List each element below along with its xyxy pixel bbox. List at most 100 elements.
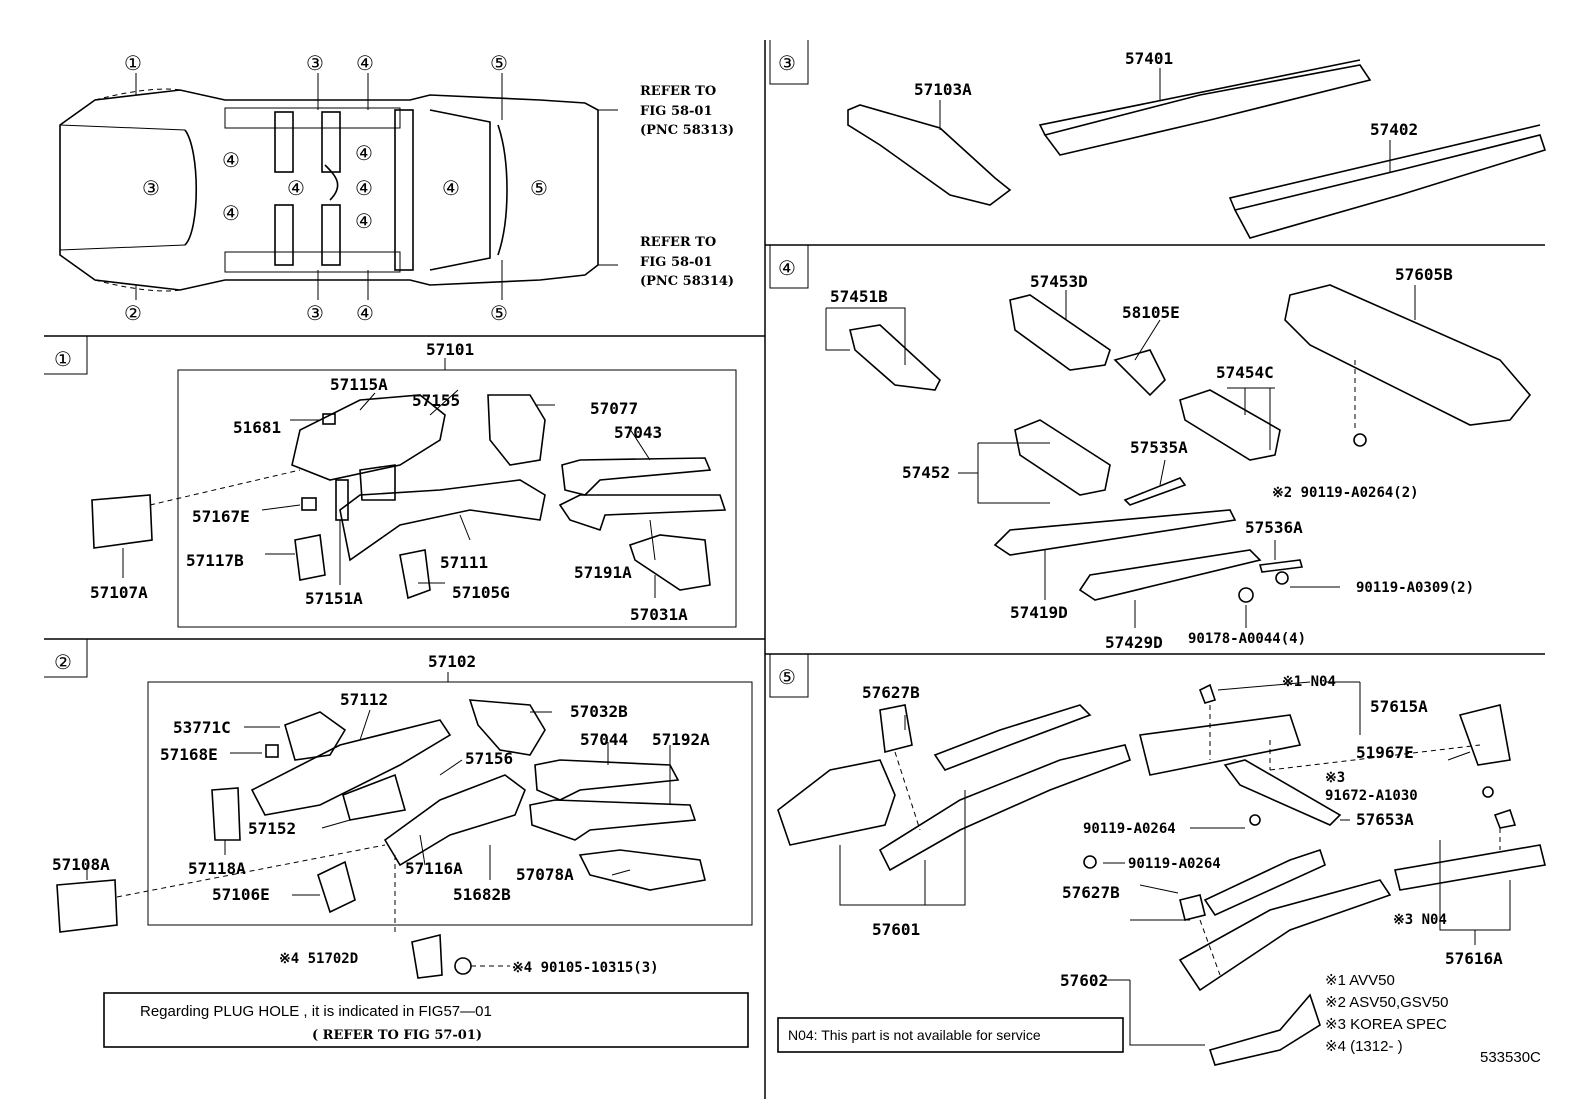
label-57402: 57402 bbox=[1370, 120, 1418, 139]
section-5: ⑤ bbox=[777, 665, 1546, 1066]
section-4-tag: ④ bbox=[778, 256, 796, 280]
label-note-3: ※3 bbox=[1325, 770, 1345, 786]
circle-5-top: ⑤ bbox=[490, 51, 508, 75]
label-57115A: 57115A bbox=[330, 375, 388, 394]
n04-note: N04: This part is not available for serv… bbox=[788, 1027, 1041, 1043]
label-57452: 57452 bbox=[902, 463, 950, 482]
label-57453D: 57453D bbox=[1030, 272, 1088, 291]
label-91672-A1030: 91672-A1030 bbox=[1325, 788, 1418, 804]
label-57044: 57044 bbox=[580, 730, 628, 749]
ref-bottom-2: FIG 58-01 bbox=[640, 255, 713, 270]
circle-4-bottom: ④ bbox=[356, 301, 374, 325]
label-57601: 57601 bbox=[872, 920, 920, 939]
label-57156: 57156 bbox=[465, 749, 513, 768]
floor-overview bbox=[59, 73, 618, 300]
legend-1: ※1 AVV50 bbox=[1325, 972, 1395, 989]
label-57118A: 57118A bbox=[188, 859, 246, 878]
label-57108A: 57108A bbox=[52, 855, 110, 874]
label-57451B: 57451B bbox=[830, 287, 888, 306]
circle-4-e: ④ bbox=[355, 209, 373, 233]
legend-4: ※4 (1312- ) bbox=[1325, 1038, 1403, 1055]
section-2-tag: ② bbox=[54, 650, 72, 674]
label-51967E: 51967E bbox=[1356, 743, 1414, 762]
circle-4-top: ④ bbox=[356, 51, 374, 75]
section-3-tag: ③ bbox=[778, 51, 796, 75]
label-57616A: 57616A bbox=[1445, 949, 1503, 968]
legend-3: ※3 KOREA SPEC bbox=[1325, 1016, 1447, 1033]
circle-4-a: ④ bbox=[222, 148, 240, 172]
section-5-labels: 57627B 57615A 51967E 57653A 57601 57627B… bbox=[788, 674, 1541, 1066]
label-57401: 57401 bbox=[1125, 49, 1173, 68]
label-57112: 57112 bbox=[340, 690, 388, 709]
label-90119-A0264-2: ※2 90119-A0264(2) bbox=[1272, 485, 1419, 501]
label-90105-10315: ※4 90105-10315(3) bbox=[512, 960, 659, 976]
label-51681: 51681 bbox=[233, 418, 281, 437]
label-57192A: 57192A bbox=[652, 730, 710, 749]
section-1: ① bbox=[54, 347, 737, 628]
label-51682B: 51682B bbox=[453, 885, 511, 904]
section-2-labels: 57102 57112 57032B 53771C 57044 57192A 5… bbox=[52, 652, 710, 1043]
label-n04-1: ※1 N04 bbox=[1282, 674, 1336, 690]
label-57155: 57155 bbox=[412, 391, 460, 410]
circle-1-top: ① bbox=[124, 51, 142, 75]
label-57429D: 57429D bbox=[1105, 633, 1163, 652]
circle-3-top: ③ bbox=[306, 51, 324, 75]
label-57167E: 57167E bbox=[192, 507, 250, 526]
label-n04-3: ※3 N04 bbox=[1393, 912, 1447, 928]
label-90119-A0264-a: 90119-A0264 bbox=[1083, 821, 1176, 837]
circle-4-d: ④ bbox=[355, 141, 373, 165]
section-3: ③ bbox=[778, 51, 1547, 239]
ref-bottom-1: REFER TO bbox=[640, 235, 716, 250]
label-57032B: 57032B bbox=[570, 702, 628, 721]
label-57653A: 57653A bbox=[1356, 810, 1414, 829]
label-51702D: ※4 51702D bbox=[279, 951, 358, 967]
label-57117B: 57117B bbox=[186, 551, 244, 570]
ref-top-3: (PNC 58313) bbox=[640, 123, 734, 138]
label-57101: 57101 bbox=[426, 340, 474, 359]
overview-refer-labels: REFER TO FIG 58-01 (PNC 58313) REFER TO … bbox=[640, 84, 734, 289]
circle-4-f: ④ bbox=[442, 176, 460, 200]
frame-lines bbox=[44, 40, 1545, 1099]
label-57419D: 57419D bbox=[1010, 603, 1068, 622]
circle-3-mid: ③ bbox=[142, 176, 160, 200]
overview-circle-labels: ① ③ ④ ⑤ ② ③ ④ ⑤ ③ ④ ④ ④ ④ ④ ④ ④ ⑤ bbox=[124, 51, 548, 325]
label-57152: 57152 bbox=[248, 819, 296, 838]
legend-2: ※2 ASV50,GSV50 bbox=[1325, 994, 1448, 1011]
label-57077: 57077 bbox=[590, 399, 638, 418]
section-1-tag: ① bbox=[54, 347, 72, 371]
section-3-labels: 57401 57103A 57402 bbox=[914, 49, 1418, 139]
label-57168E: 57168E bbox=[160, 745, 218, 764]
section-1-labels: 57101 57115A 57155 57077 51681 57043 571… bbox=[90, 340, 688, 624]
label-57627B-a: 57627B bbox=[862, 683, 920, 702]
section-2: ② bbox=[54, 650, 753, 1048]
circle-3-bottom: ③ bbox=[306, 301, 324, 325]
label-58105E: 58105E bbox=[1122, 303, 1180, 322]
label-57627B-b: 57627B bbox=[1062, 883, 1120, 902]
circle-5-bottom: ⑤ bbox=[490, 301, 508, 325]
plug-hole-ref: ( REFER TO FIG 57-01) bbox=[312, 1028, 482, 1043]
label-57191A: 57191A bbox=[574, 563, 632, 582]
label-57615A: 57615A bbox=[1370, 697, 1428, 716]
label-57111: 57111 bbox=[440, 553, 488, 572]
plug-hole-note: Regarding PLUG HOLE , it is indicated in… bbox=[140, 1003, 492, 1020]
label-57536A: 57536A bbox=[1245, 518, 1303, 537]
label-90119-A0264-b: 90119-A0264 bbox=[1128, 856, 1221, 872]
label-57454C: 57454C bbox=[1216, 363, 1274, 382]
label-57078A: 57078A bbox=[516, 865, 574, 884]
label-57151A: 57151A bbox=[305, 589, 363, 608]
section-4: ④ bbox=[778, 256, 1532, 628]
label-57031A: 57031A bbox=[630, 605, 688, 624]
label-57602: 57602 bbox=[1060, 971, 1108, 990]
ref-top-2: FIG 58-01 bbox=[640, 104, 713, 119]
label-57116A: 57116A bbox=[405, 859, 463, 878]
circle-4-c: ④ bbox=[287, 176, 305, 200]
label-57535A: 57535A bbox=[1130, 438, 1188, 457]
section-5-tag: ⑤ bbox=[778, 665, 796, 689]
label-57102: 57102 bbox=[428, 652, 476, 671]
label-57103A: 57103A bbox=[914, 80, 972, 99]
circle-4-b: ④ bbox=[222, 201, 240, 225]
label-57106E: 57106E bbox=[212, 885, 270, 904]
label-57105G: 57105G bbox=[452, 583, 510, 602]
label-53771C: 53771C bbox=[173, 718, 231, 737]
